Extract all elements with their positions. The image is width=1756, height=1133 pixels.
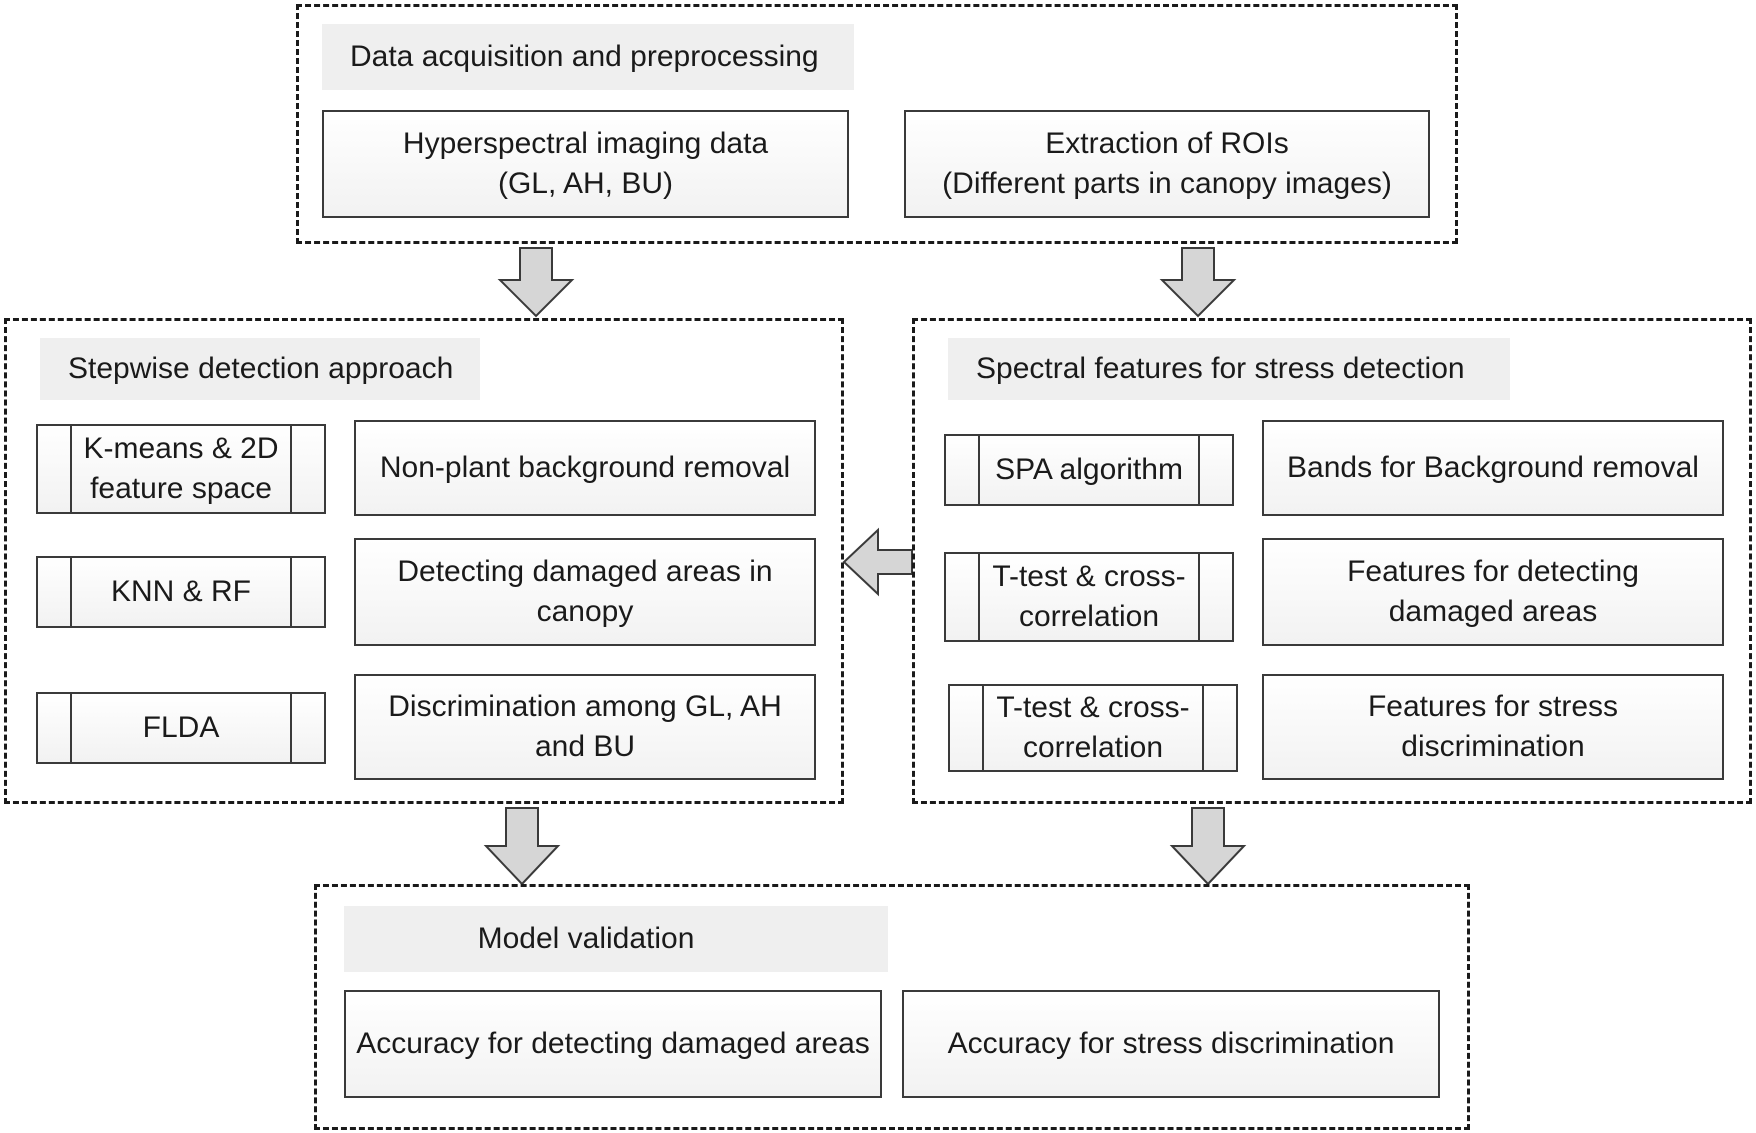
accuracy-stress-box: Accuracy for stress discrimination bbox=[902, 990, 1440, 1098]
accuracy-damaged-box: Accuracy for detecting damaged areas bbox=[344, 990, 882, 1098]
model-validation-header: Model validation bbox=[344, 906, 888, 972]
model-validation-group bbox=[314, 884, 1470, 1130]
arrow-left-icon bbox=[842, 527, 913, 597]
method-label: SPA algorithm bbox=[995, 453, 1183, 486]
method-label: T-test & cross- correlation bbox=[992, 560, 1186, 633]
stress-discrimination-box: Discrimination among GL, AH and BU bbox=[354, 674, 816, 780]
method-spa: SPA algorithm bbox=[944, 434, 1234, 506]
arrow-down-icon bbox=[1169, 807, 1247, 886]
method-label: K-means & 2D feature space bbox=[83, 432, 279, 505]
method-label: FLDA bbox=[142, 711, 220, 744]
data-acquisition-group bbox=[296, 4, 1458, 244]
method-ttest-stress: T-test & cross- correlation bbox=[948, 684, 1238, 772]
arrow-down-icon bbox=[1159, 247, 1237, 318]
damaged-areas-box: Detecting damaged areas in canopy bbox=[354, 538, 816, 646]
data-acquisition-header: Data acquisition and preprocessing bbox=[322, 24, 854, 90]
spectral-features-header: Spectral features for stress detection bbox=[948, 338, 1510, 400]
arrow-down-icon bbox=[483, 807, 561, 886]
method-label: T-test & cross- correlation bbox=[996, 691, 1190, 764]
method-label: KNN & RF bbox=[110, 575, 251, 608]
features-stress-box: Features for stress discrimination bbox=[1262, 674, 1724, 780]
background-removal-box: Non-plant background removal bbox=[354, 420, 816, 516]
stepwise-detection-group bbox=[4, 318, 844, 804]
spectral-features-group bbox=[912, 318, 1752, 804]
roi-extraction-box: Extraction of ROIs (Different parts in c… bbox=[904, 110, 1430, 218]
model-validation-label: Model validation bbox=[477, 922, 695, 955]
stepwise-detection-header: Stepwise detection approach bbox=[40, 338, 480, 400]
bands-background-box: Bands for Background removal bbox=[1262, 420, 1724, 516]
arrow-down-icon bbox=[497, 247, 575, 318]
method-kmeans-2d: K-means & 2D feature space bbox=[36, 424, 326, 514]
hyperspectral-data-box: Hyperspectral imaging data (GL, AH, BU) bbox=[322, 110, 849, 218]
method-flda: FLDA bbox=[36, 692, 326, 764]
features-damaged-box: Features for detecting damaged areas bbox=[1262, 538, 1724, 646]
method-ttest-damaged: T-test & cross- correlation bbox=[944, 552, 1234, 642]
method-knn-rf: KNN & RF bbox=[36, 556, 326, 628]
